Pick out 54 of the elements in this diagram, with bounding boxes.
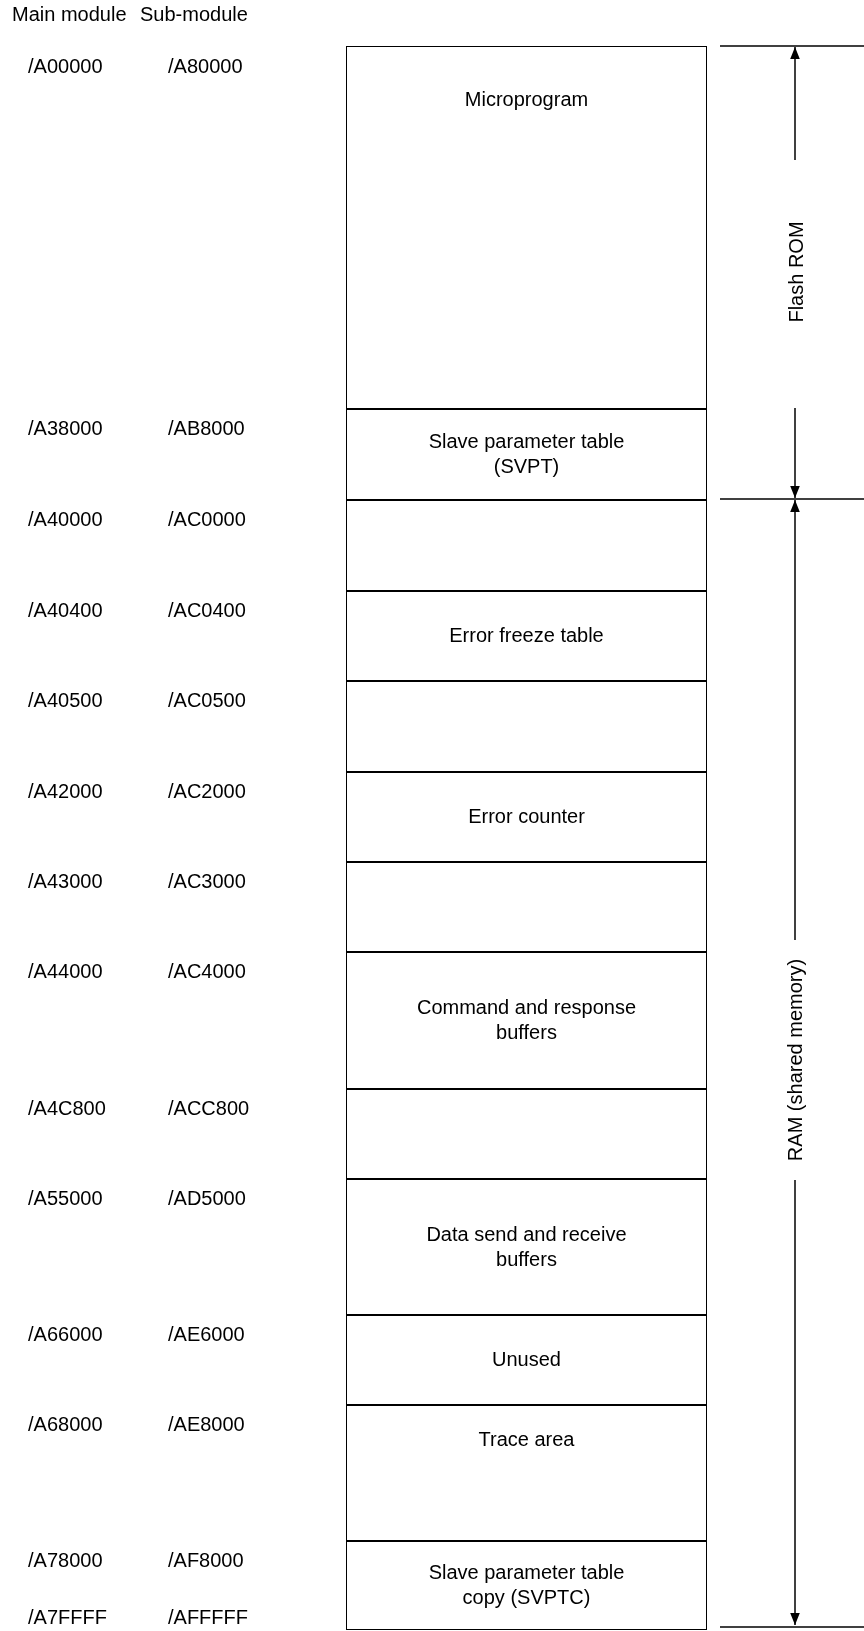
memory-region-box	[346, 590, 707, 682]
memory-region-box	[346, 951, 707, 1090]
memory-region-box	[346, 1540, 707, 1630]
address-label: /A40400	[28, 598, 103, 622]
address-label: /AC3000	[168, 869, 246, 893]
memory-region-box	[346, 1178, 707, 1316]
address-label: /AF8000	[168, 1548, 244, 1572]
region-name: Slave parameter table copy (SVPTC)	[427, 1559, 626, 1610]
column-heading: Main module	[12, 2, 127, 26]
region-name: Error freeze table	[449, 623, 604, 649]
address-label: /A40500	[28, 688, 103, 712]
region-name: Command and response buffers	[416, 995, 637, 1046]
address-label: /A78000	[28, 1548, 103, 1572]
address-label: /AD5000	[168, 1186, 246, 1210]
region-name: Slave parameter table (SVPT)	[427, 429, 626, 480]
address-label: /A55000	[28, 1186, 103, 1210]
address-label: /AC0000	[168, 507, 246, 531]
address-label: /A43000	[28, 869, 103, 893]
address-label: /A68000	[28, 1412, 103, 1436]
address-label: /A00000	[28, 54, 103, 78]
memory-region-box	[346, 46, 707, 410]
address-label: /ACC800	[168, 1096, 250, 1120]
address-label: /A44000	[28, 959, 103, 983]
memory-region-box	[346, 1404, 707, 1542]
address-label: /A4C800	[28, 1096, 106, 1120]
address-label: /A80000	[168, 54, 243, 78]
address-label: /AE6000	[168, 1322, 245, 1346]
region-name: Microprogram	[464, 87, 589, 112]
address-label: /AC0400	[168, 598, 246, 622]
region-name: Trace area	[478, 1427, 575, 1452]
address-label: /A42000	[28, 779, 103, 803]
address-label: /AC4000	[168, 959, 246, 983]
memory-region-box	[346, 408, 707, 501]
empty-region-box	[346, 861, 707, 953]
address-label: /A38000	[28, 416, 103, 440]
region-name: Unused	[492, 1347, 561, 1373]
address-label: /A66000	[28, 1322, 103, 1346]
range-label: RAM (shared memory)	[783, 958, 808, 1162]
memory-region-box	[346, 1314, 707, 1406]
region-name: Error counter	[468, 804, 585, 830]
region-name: Data send and receive buffers	[425, 1221, 628, 1272]
address-label: /AE8000	[168, 1412, 245, 1436]
address-label: /AB8000	[168, 416, 245, 440]
address-label: /A7FFFF	[28, 1605, 107, 1629]
address-label: /A40000	[28, 507, 103, 531]
empty-region-box	[346, 680, 707, 773]
address-label: /AC2000	[168, 779, 246, 803]
address-label: /AFFFFF	[168, 1605, 248, 1629]
empty-region-box	[346, 499, 707, 592]
memory-region-box	[346, 771, 707, 863]
address-label: /AC0500	[168, 688, 246, 712]
column-heading: Sub-module	[140, 2, 248, 26]
empty-region-box	[346, 1088, 707, 1180]
range-label: Flash ROM	[783, 221, 808, 323]
